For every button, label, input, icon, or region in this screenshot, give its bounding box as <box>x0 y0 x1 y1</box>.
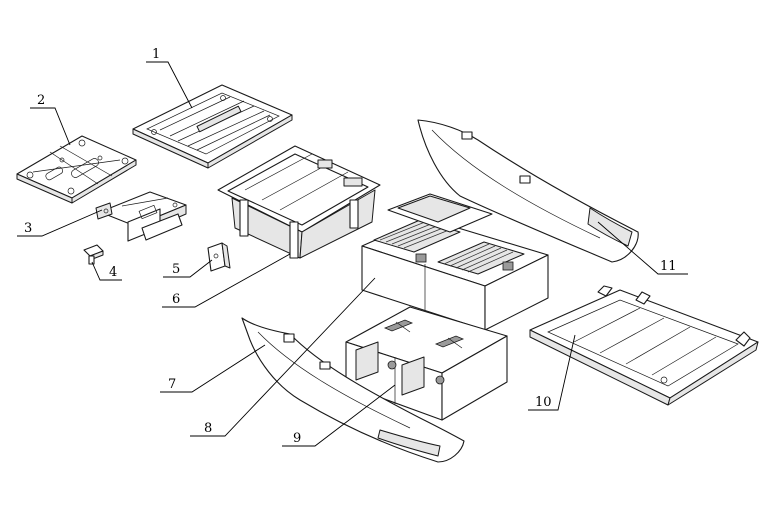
callout-7-label: 7 <box>168 377 176 392</box>
callout-6: 6 <box>162 253 291 308</box>
callout-4-label: 4 <box>109 265 117 280</box>
callout-10-label: 10 <box>535 395 552 410</box>
part-7-front-trim-panel <box>241 317 465 463</box>
callout-4: 4 <box>91 261 122 281</box>
callout-6-label: 6 <box>172 292 180 307</box>
part-9-battery-pack-front <box>345 306 508 421</box>
callout-3-label: 3 <box>24 221 32 236</box>
callout-11-label: 11 <box>660 259 677 274</box>
part-3-mounting-bracket <box>95 191 187 242</box>
part-10-bottom-tray <box>529 285 759 406</box>
callout-1: 1 <box>146 47 193 109</box>
callout-3: 3 <box>17 209 103 237</box>
callout-5: 5 <box>163 259 213 278</box>
callout-8: 8 <box>190 277 376 437</box>
callout-1-label: 1 <box>152 47 160 62</box>
part-5-small-bracket <box>207 242 231 272</box>
callout-7: 7 <box>160 344 266 393</box>
part-6-battery-tray <box>217 145 381 259</box>
part-2-base-plate <box>16 135 137 204</box>
callout-9-label: 9 <box>293 431 301 446</box>
callout-2-label: 2 <box>37 93 45 108</box>
part-4-clip <box>83 244 104 265</box>
callout-11: 11 <box>597 221 688 275</box>
part-8-battery-pack-rear <box>361 193 549 331</box>
callout-5-label: 5 <box>172 262 180 277</box>
callout-9: 9 <box>282 384 396 447</box>
callout-8-label: 8 <box>204 421 212 436</box>
callout-10: 10 <box>528 334 576 411</box>
part-1-cover-plate <box>132 84 293 169</box>
callout-2: 2 <box>30 93 71 146</box>
